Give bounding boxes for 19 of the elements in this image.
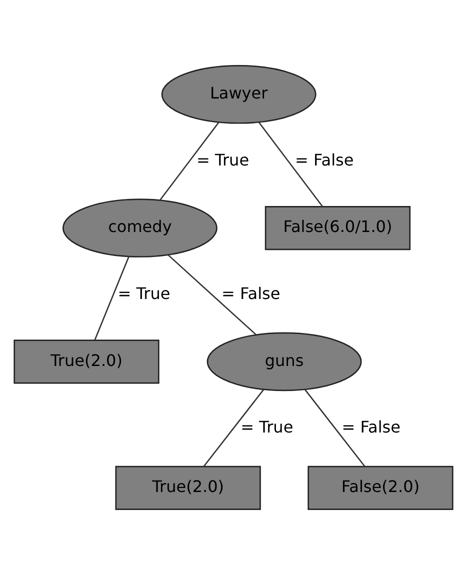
edge-label: = True	[196, 150, 249, 169]
node-ellipse: Lawyer	[160, 64, 316, 124]
connector	[258, 121, 323, 207]
edge-label: = False	[341, 417, 400, 436]
node-ellipse: guns	[206, 332, 362, 391]
node-box: False(2.0)	[307, 465, 453, 510]
node-box: True(2.0)	[114, 465, 260, 510]
edge-label: = False	[294, 150, 354, 169]
edge-label: = True	[240, 417, 293, 436]
node-box: False(6.0/1.0)	[264, 205, 410, 250]
node-box: True(2.0)	[13, 339, 159, 384]
connector	[304, 388, 365, 466]
connector	[202, 388, 264, 466]
connector	[167, 254, 256, 335]
node-ellipse: comedy	[62, 198, 217, 257]
edge-label: = False	[221, 283, 280, 302]
connector	[94, 256, 129, 340]
edge-label: = True	[117, 283, 170, 302]
connector	[158, 121, 219, 200]
